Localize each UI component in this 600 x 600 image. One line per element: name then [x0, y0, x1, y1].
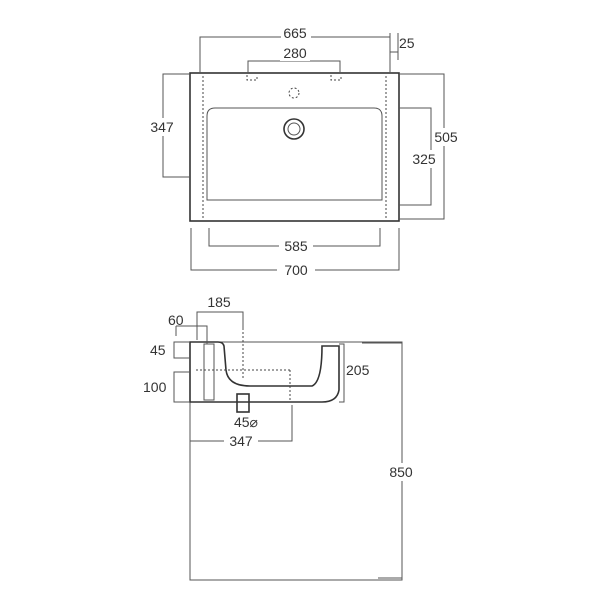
- dim-line-45: [173, 341, 190, 359]
- basin-section: [189, 341, 340, 403]
- tap-body: [203, 343, 215, 401]
- dim-25-label: 25: [399, 35, 415, 51]
- dim-line-60: [176, 325, 208, 344]
- tap-fixing-right: [330, 75, 342, 81]
- drain-inner: [287, 122, 301, 136]
- dim-505-label: 505: [434, 129, 458, 145]
- bowl-inner-outline: [206, 107, 383, 201]
- dim-60-label: 60: [168, 312, 184, 328]
- side-view: 185 60 45 100 205 45⌀ 347 850: [143, 294, 418, 581]
- dim-line-850: [362, 342, 403, 579]
- dim-185-label: 185: [207, 294, 231, 310]
- dim-line-280: [247, 60, 341, 73]
- dim-45-diameter-label: 45⌀: [234, 414, 258, 430]
- tap-hole: [288, 87, 300, 99]
- drain-outer: [283, 118, 305, 140]
- dim-347-side-label: 347: [229, 433, 253, 449]
- basin-outline: [189, 72, 400, 222]
- dim-700-label: 700: [284, 262, 308, 278]
- dim-347-label: 347: [150, 119, 174, 135]
- dim-line-100: [173, 371, 190, 403]
- dim-205-label: 205: [346, 362, 370, 378]
- waste-pipe: [236, 393, 250, 413]
- wall-outline: [189, 341, 403, 581]
- dim-665-label: 665: [283, 25, 307, 41]
- dim-585-label: 585: [284, 238, 308, 254]
- dim-100-label: 100: [143, 379, 167, 395]
- dim-line-205: [339, 343, 345, 403]
- dim-280-label: 280: [283, 45, 307, 61]
- dim-850-label: 850: [389, 464, 413, 480]
- dim-325-label: 325: [412, 151, 436, 167]
- dim-line-505: [399, 73, 445, 220]
- dim-45-label: 45: [150, 342, 166, 358]
- tap-fixing-left: [246, 75, 258, 81]
- top-view: 665 280 25 347 505 325 585 700: [145, 25, 464, 278]
